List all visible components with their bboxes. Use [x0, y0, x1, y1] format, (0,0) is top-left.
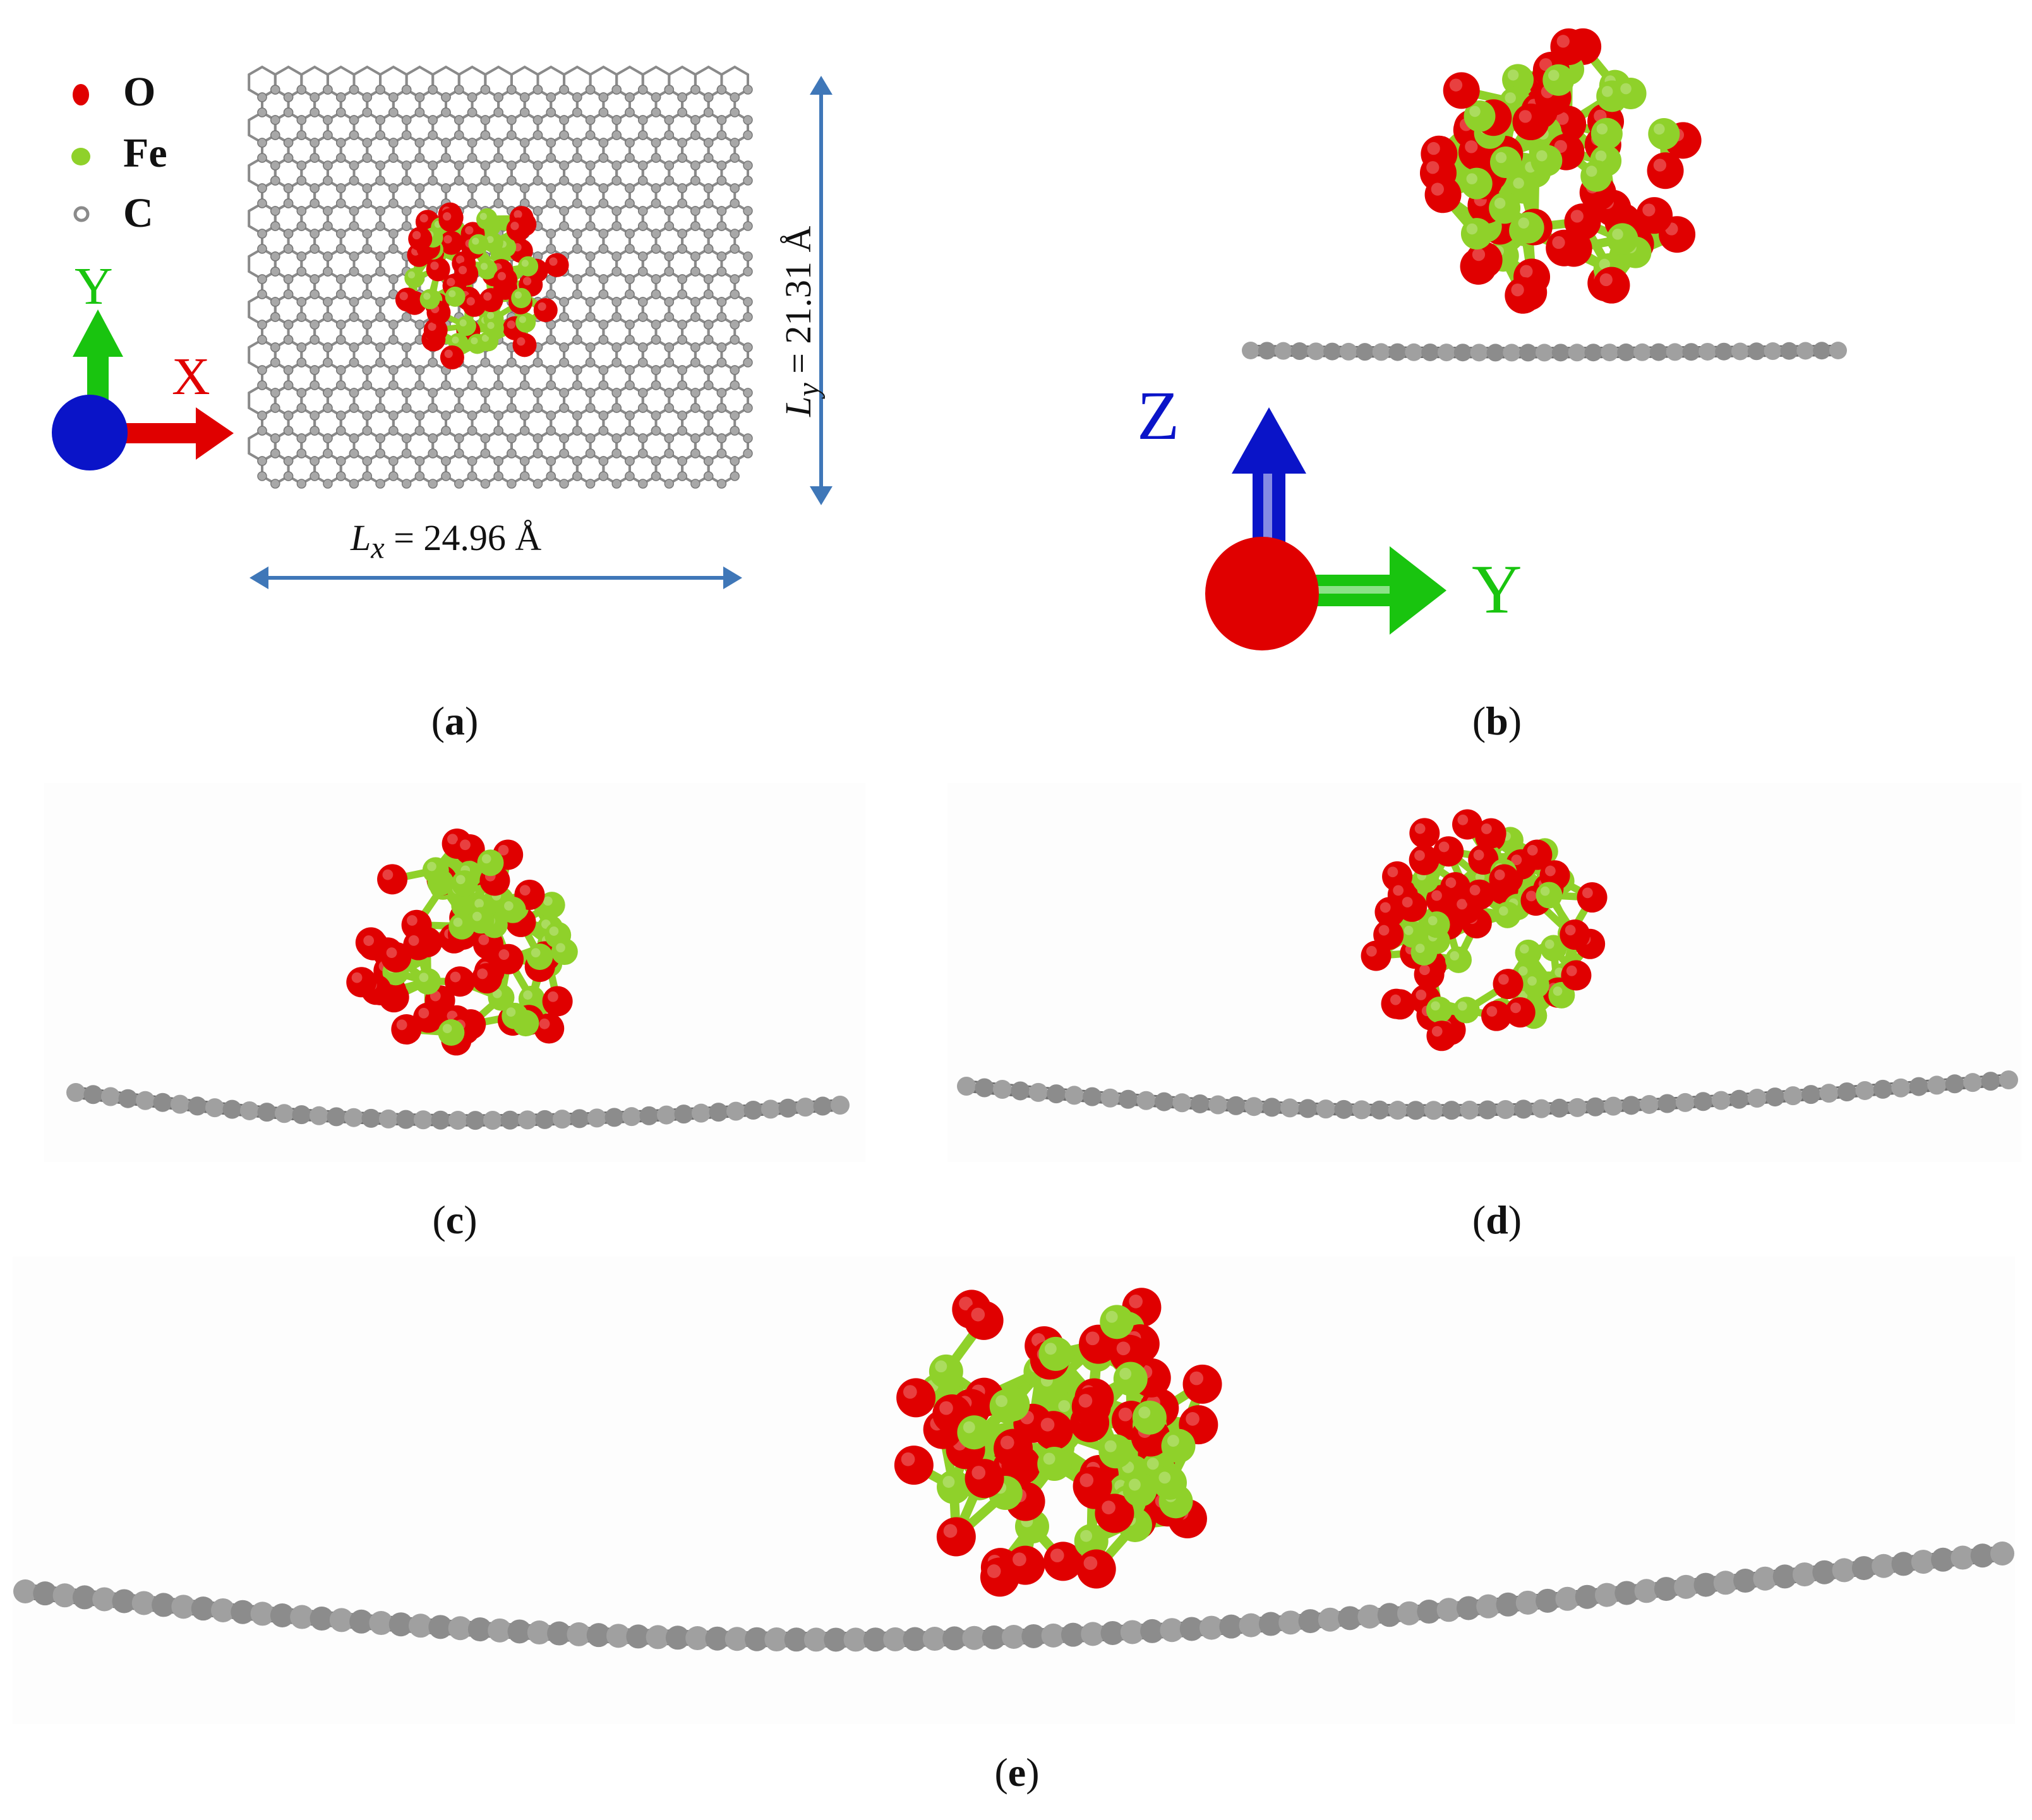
dimension-arrow-ly [810, 76, 833, 505]
legend-carbon-swatch [73, 206, 90, 222]
legend-oxygen-swatch [73, 84, 89, 105]
ly-subscript: y [791, 383, 826, 397]
legend-carbon-label: C [123, 190, 153, 236]
axis-triad-a [52, 309, 234, 470]
graphene-sheet-side-view-b [1242, 342, 1847, 362]
axis-label-y-b: Y [1472, 551, 1522, 628]
dimension-label-ly: Ly = 21.31 Å [777, 164, 826, 417]
panel-c-letter: c [445, 1197, 464, 1242]
iron-oxide-nanoparticle-side-view-b [1419, 28, 1702, 314]
panel-b-caption: (b) [1472, 698, 1522, 743]
panel-b-letter: b [1486, 698, 1508, 743]
legend-iron-swatch [71, 148, 90, 165]
legend-iron-label: Fe [123, 130, 167, 176]
panel-a-caption: (a) [431, 698, 479, 743]
graphene-sheet-d [957, 1070, 2018, 1120]
graphene-sheet-e [13, 1542, 2014, 1652]
axis-label-z-b: Z [1137, 377, 1180, 454]
iron-oxide-nanoparticle-d [1361, 809, 1608, 1051]
lx-value: = 24.96 Å [384, 517, 542, 558]
panel-e-letter: e [1007, 1750, 1026, 1795]
ly-value: = 21.31 Å [778, 225, 819, 383]
panel-a-letter: a [445, 698, 465, 743]
graphene-sheet-c [66, 1083, 850, 1130]
iron-oxide-nanoparticle-c [346, 828, 578, 1056]
lx-subscript: x [371, 531, 385, 565]
iron-oxide-nanoparticle-e [894, 1288, 1222, 1597]
iron-oxide-nanoparticle-top-view [395, 202, 569, 369]
panel-d-letter: d [1486, 1197, 1508, 1242]
panel-c-caption: (c) [432, 1197, 478, 1242]
dimension-arrow-lx [249, 566, 742, 589]
axis-label-y-a: Y [75, 257, 113, 316]
axis-triad-b [1205, 407, 1446, 650]
panel-d-caption: (d) [1472, 1197, 1522, 1242]
dimension-label-lx: Lx = 24.96 Å [351, 517, 541, 566]
ly-symbol: L [778, 396, 819, 417]
lx-symbol: L [351, 517, 371, 558]
legend-oxygen-label: O [123, 69, 156, 115]
axis-label-x-a: X [172, 347, 210, 406]
panel-e-caption: (e) [994, 1750, 1040, 1795]
